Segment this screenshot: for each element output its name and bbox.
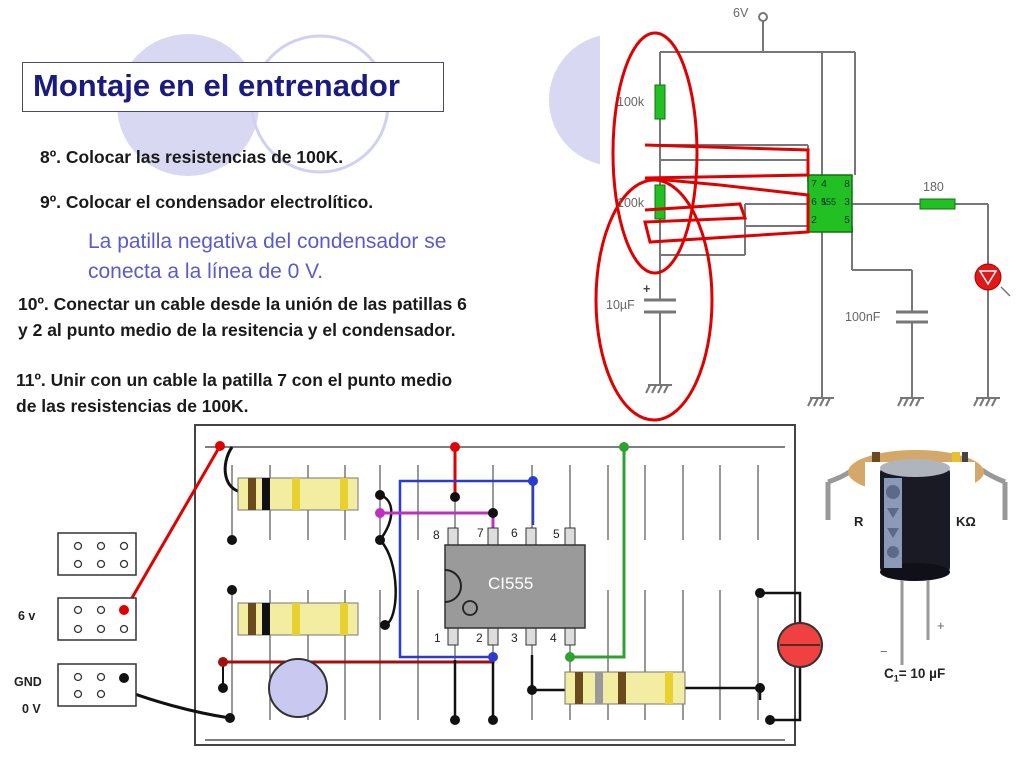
schematic-r1-label: 100k [617, 95, 645, 109]
ic-pin-2: 2 [476, 631, 483, 645]
photo-cap-label: C1= 10 µF [884, 666, 946, 684]
ic-pin-5: 5 [553, 527, 560, 541]
ic-pin-7: 7 [477, 526, 484, 540]
schematic-cap-plus: + [643, 282, 651, 296]
photo-resistor-label-right: KΩ [956, 514, 976, 529]
schematic-cap-label: 10µF [606, 298, 635, 312]
step-11-line-2: de las resistencias de 100K. [16, 396, 249, 416]
annotation-ellipse-top [611, 31, 699, 275]
step-9: 9º. Colocar el condensador electrolítico… [40, 192, 374, 212]
schematic-supply-label: 6V [733, 6, 749, 20]
title-box [22, 62, 444, 112]
ic-pin-6: 6 [511, 526, 518, 540]
step-11-line-1: 11º. Unir con un cable la patilla 7 con … [16, 370, 453, 390]
step-10-line-2: y 2 al punto medio de la resitencia y el… [18, 320, 456, 340]
step-8: 8º. Colocar las resistencias de 100K. [40, 147, 344, 167]
annotation-path [643, 143, 810, 244]
photo-cap-minus: − [880, 644, 888, 659]
ic-pin-3: 3 [511, 631, 518, 645]
label-0v: 0 V [22, 702, 41, 716]
schematic-r2-label: 100k [617, 196, 645, 210]
ic-pin-4: 4 [550, 631, 557, 645]
ic-pin-1: 1 [434, 631, 441, 645]
ic-pin-8: 8 [433, 528, 440, 542]
schematic-ic-label: 555 [821, 197, 837, 207]
label-6v: 6 v [18, 609, 36, 623]
ic-label: CI555 [488, 574, 534, 593]
schematic-rled-label: 180 [923, 180, 944, 194]
note-line-1: La patilla negativa del condensador se [88, 230, 447, 253]
label-gnd: GND [14, 675, 42, 689]
photo-resistor-label-left: R [854, 514, 864, 529]
note-line-2: conecta a la línea de 0 V. [88, 260, 324, 283]
step-10-line-1: 10º. Conectar un cable desde la unión de… [18, 294, 467, 314]
schematic-cfilter-label: 100nF [845, 310, 881, 324]
page-title: Montaje en el entrenador [33, 68, 400, 103]
photo-cap-plus: + [937, 618, 945, 633]
